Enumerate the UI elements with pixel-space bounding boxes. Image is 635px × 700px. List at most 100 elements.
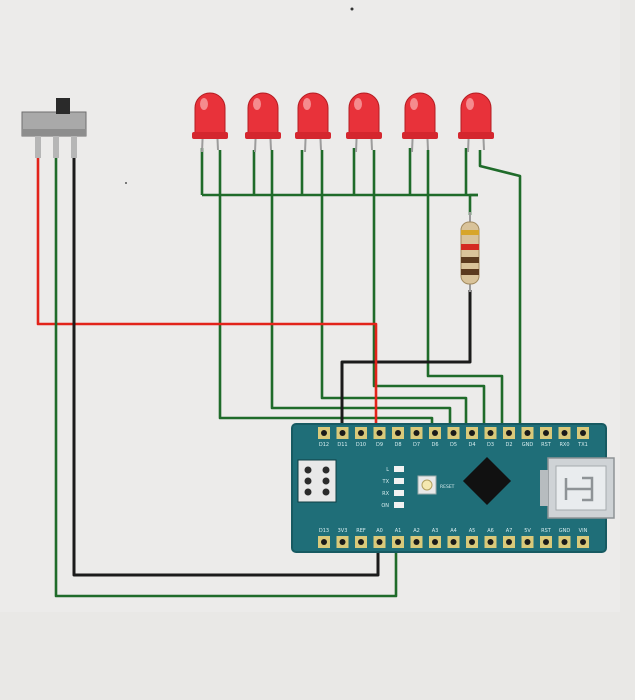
wire-black-switch-gnd [72,158,380,577]
led-rim [192,132,228,139]
led-dome [348,92,380,135]
pin-hole [339,539,346,545]
led-dome [404,92,436,135]
reset-label: RESET [440,484,455,490]
switch-pin [71,136,77,158]
pin-label: A2 [413,528,420,534]
pin-label: A1 [395,528,402,534]
paper-speck [125,182,127,184]
pin-hole [561,539,568,545]
pin-hole [321,539,327,545]
led-dome [247,92,279,135]
resistor-icon [460,212,480,292]
switch-pin [53,136,59,158]
pin-hole [506,539,512,545]
status-leds: L TX RX ON [381,466,404,509]
led-highlight [354,98,362,110]
led-dome [460,92,492,135]
pin-label: A0 [376,528,383,534]
wire-green-led6-d [478,150,522,432]
led-rim [245,132,281,139]
pin-label: VIN [579,528,588,534]
pin-label: D8 [394,442,401,448]
status-led-label: ON [381,503,389,509]
pin-hole [561,430,568,436]
wire-green-bus-resistor [468,193,478,215]
pin-hole [487,430,494,436]
pin-hole [450,430,457,436]
pin-label: D11 [337,442,347,448]
resistor-band [461,244,479,250]
led-3-icon [295,92,331,153]
pin-hole [524,539,531,545]
wire-green-led3-d [320,150,468,432]
led-1-icon [192,92,228,153]
led-6-icon [458,92,494,153]
icsp-header [297,459,337,503]
status-led-label: RX [382,491,389,497]
pin-label: A6 [487,528,494,534]
pin-label: D9 [376,442,383,448]
pin-hole [413,430,420,436]
status-led-label: TX [382,479,390,485]
pin-hole [358,430,364,436]
led-dome [297,92,329,135]
led-highlight [466,98,474,110]
pin-label: D2 [505,442,512,448]
pin-label: REF [356,528,366,534]
pin-label: D4 [468,442,475,448]
pin-label: RST [541,528,552,534]
resistor-body [460,221,480,285]
pin-label: A5 [469,528,476,534]
switch-body-shade [22,129,86,136]
pin-hole [432,539,438,545]
pin-hole [450,539,457,545]
pin-hole [506,430,512,436]
led-dome [194,92,226,135]
pin-hole [524,430,531,436]
pin-label: A7 [506,528,513,534]
resistor-band [461,269,479,275]
status-led-label: L [386,467,389,473]
led-rim [346,132,382,139]
wire-green-led4-d [372,150,486,432]
pin-row-top [318,427,589,439]
pin-hole [395,430,401,436]
pin-label: RST [541,442,552,448]
pin-hole [339,430,346,436]
pin-label: D6 [431,442,438,448]
led-4-icon [346,92,382,153]
microcontroller-chip-icon [462,456,512,506]
pin-label: D10 [356,442,366,448]
resistor-band [461,257,479,263]
pin-label: D13 [319,528,329,534]
slide-switch-icon [21,98,87,158]
wire-red-switch-vcc [36,158,378,432]
pin-hole [543,539,549,545]
wire-green-led2-d [270,150,452,432]
pin-hole [358,539,364,545]
pin-label: A3 [432,528,439,534]
switch-knob [56,98,70,114]
pin-label: TX1 [577,442,588,448]
pin-hole [321,430,327,436]
pin-label: D3 [487,442,494,448]
pin-hole [413,539,420,545]
usb-connector-icon [540,457,615,519]
paper-speck [350,7,354,11]
pin-hole [487,539,494,545]
pin-hole [543,430,549,436]
pin-label: D5 [450,442,457,448]
led-highlight [303,98,311,110]
led-highlight [253,98,261,110]
pin-hole [376,539,383,545]
pin-row-bottom [318,536,589,548]
pin-label: D7 [413,442,420,448]
led-rim [295,132,331,139]
leds [192,92,494,153]
pin-hole [395,539,401,545]
led-5-icon [402,92,438,153]
